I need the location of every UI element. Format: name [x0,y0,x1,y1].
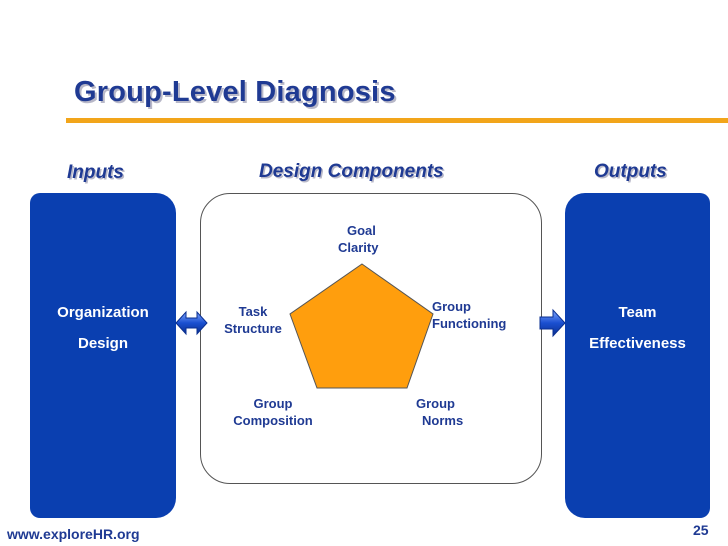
task-structure-label: Task Structure [217,303,289,337]
inputs-heading: Inputs [67,162,124,183]
group-composition-line1: Group [253,396,293,411]
design-components-pentagon [289,263,434,389]
goal-clarity-label: Goal Clarity [338,222,378,256]
outputs-heading: Outputs [594,161,667,182]
goal-clarity-line2: Clarity [338,240,379,255]
group-functioning-label: Group Functioning [432,298,506,332]
goal-clarity-line1: Goal [347,223,376,238]
page-title: Group-Level Diagnosis [74,76,396,108]
double-headed-arrow-icon [175,310,208,336]
group-norms-label: Group Norms [416,395,463,429]
title-underline [66,118,728,123]
design-components-heading: Design Components [259,161,444,182]
group-functioning-line1: Group [432,299,471,314]
footer-url[interactable]: www.exploreHR.org [7,526,140,542]
inputs-box: Organization Design [30,193,176,518]
group-functioning-line2: Functioning [432,316,507,331]
inputs-box-line2: Design [77,335,128,352]
outputs-box-text: Team Effectiveness [565,297,710,359]
task-structure-line1: Task [238,304,268,319]
group-norms-line1: Group [416,396,455,411]
group-composition-line2: Composition [233,413,313,428]
outputs-box-line1: Team [618,304,657,321]
group-composition-label: Group Composition [225,395,321,429]
outputs-box-line2: Effectiveness [589,335,686,352]
page-number: 25 [693,522,709,538]
group-norms-line2: Norms [422,413,464,428]
outputs-box: Team Effectiveness [565,193,710,518]
inputs-box-text: Organization Design [30,297,176,359]
arrow-right-icon [539,308,566,338]
inputs-box-line1: Organization [57,304,149,321]
task-structure-line2: Structure [224,321,282,336]
